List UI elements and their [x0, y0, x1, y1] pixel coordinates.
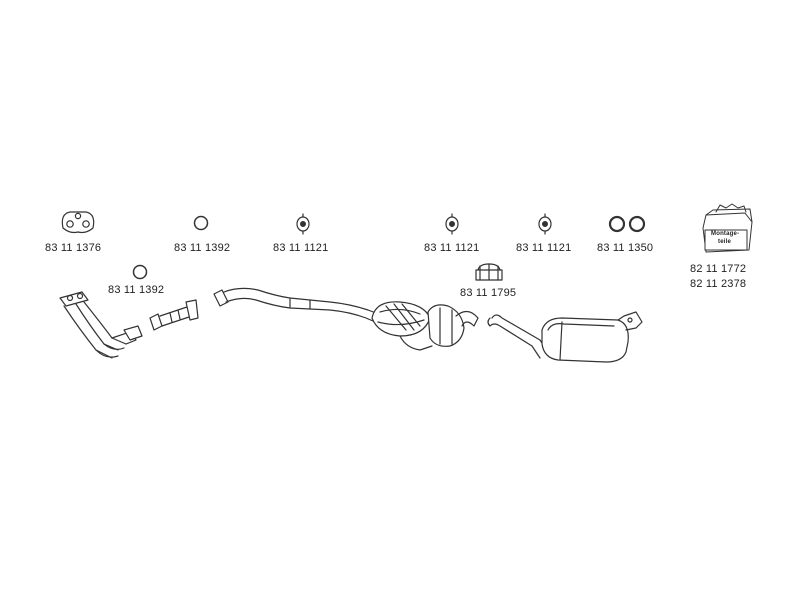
- ring-gasket-icon: [193, 215, 209, 231]
- double-ring-icon: [608, 215, 646, 233]
- part-number-label: 83 11 1795: [460, 287, 517, 299]
- mounting-kit-box-icon: [702, 203, 753, 253]
- intermediate-pipe-icon: [149, 299, 199, 331]
- rear-pipe-icon: [487, 314, 555, 359]
- hanger-rubber-icon: [538, 213, 552, 235]
- kit-label-line2: teile: [718, 239, 732, 245]
- pipe-clamp-icon: [475, 263, 503, 281]
- ring-gasket-icon: [132, 264, 148, 280]
- part-number-label: 82 11 1772: [690, 263, 747, 275]
- manifold-gasket-icon: [61, 211, 95, 234]
- front-pipe-icon: [213, 287, 385, 325]
- part-number-label: 83 11 1392: [174, 242, 231, 254]
- kit-label-line1: Montage-: [711, 231, 740, 237]
- part-number-label: 83 11 1121: [516, 242, 572, 254]
- part-number-label: 83 11 1121: [424, 242, 480, 254]
- part-number-label: 83 11 1350: [597, 242, 654, 254]
- rear-silencer-icon: [541, 311, 643, 363]
- part-number-label: 83 11 1376: [45, 242, 102, 254]
- part-number-label: 83 11 1392: [108, 284, 165, 296]
- hanger-rubber-icon: [445, 213, 459, 235]
- hanger-rubber-icon: [296, 213, 310, 235]
- front-downpipe-icon: [59, 291, 143, 359]
- part-number-label: 83 11 1121: [273, 242, 329, 254]
- part-number-label: 82 11 2378: [690, 278, 747, 290]
- center-silencer-icon: [371, 301, 479, 351]
